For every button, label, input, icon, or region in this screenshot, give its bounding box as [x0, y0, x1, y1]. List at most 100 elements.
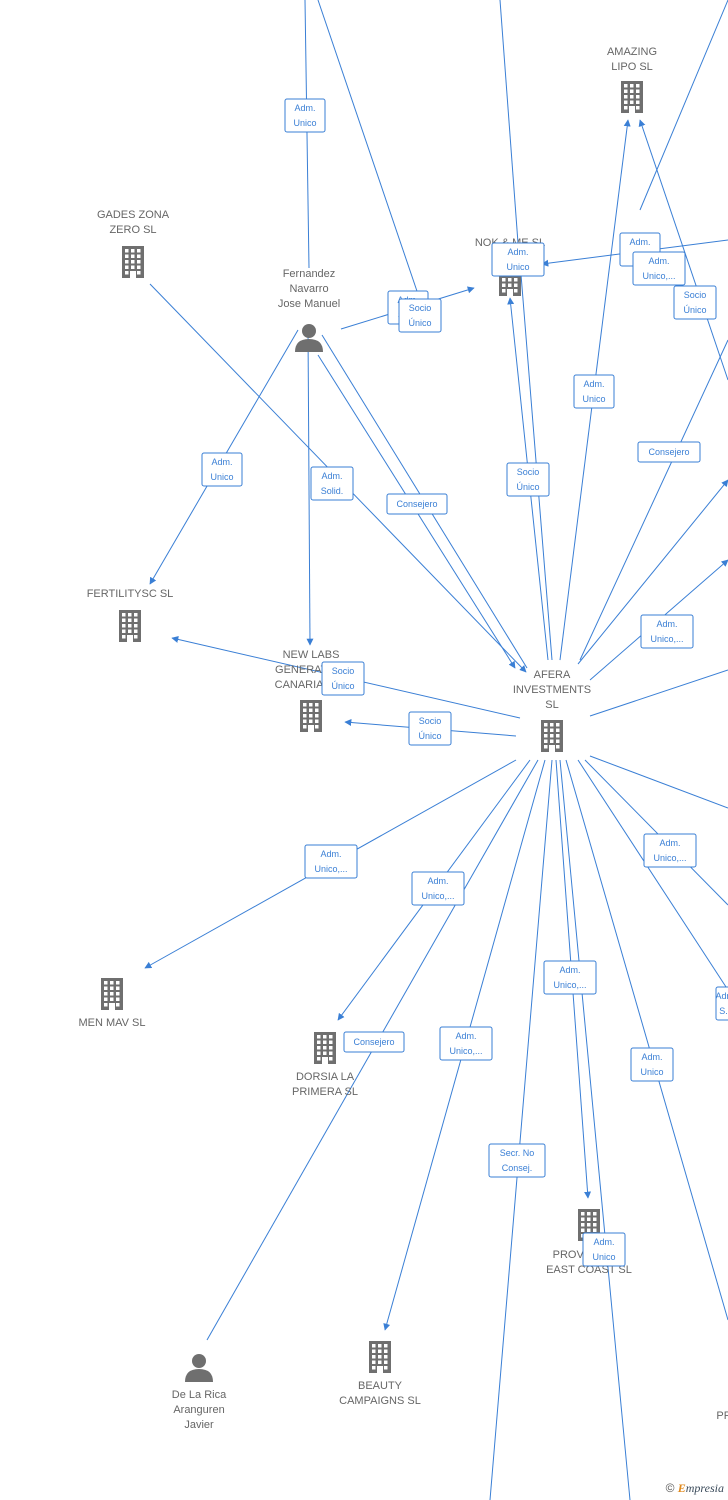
- edge-label[interactable]: Adm. Unico: [630, 1047, 674, 1082]
- building-icon: [621, 81, 643, 113]
- edge-label-text: Unico: [592, 1252, 615, 1262]
- edge-label-text: Unico: [293, 118, 316, 128]
- relation-edge: [577, 479, 728, 665]
- building-icon: [122, 246, 144, 278]
- relation-edge: [489, 759, 553, 1500]
- edge-label-text: Adm.: [715, 991, 728, 1001]
- edge-label-text: Único: [331, 681, 354, 691]
- edge-label-text: Adm.: [427, 876, 448, 886]
- edge-labels-layer: Adm.UnicoAdm.S...Adm.Unico,...SocioÚnico…: [201, 98, 728, 1267]
- edge-label[interactable]: Consejero: [637, 441, 701, 463]
- relation-edge: [499, 0, 521, 271]
- edge-label-text: Secr. No: [500, 1148, 535, 1158]
- edge-label-text: Adm.: [656, 619, 677, 629]
- edge-label-text: Solid.: [321, 486, 344, 496]
- edge-label-text: Socio: [332, 666, 355, 676]
- relation-edge: [577, 759, 728, 991]
- node-label: FERTILITYSC SL: [87, 588, 174, 600]
- node-beauty[interactable]: BEAUTY CAMPAIGNS SL: [339, 1341, 421, 1407]
- node-label: INVESTMENTS: [513, 684, 591, 696]
- relation-edge: [589, 755, 728, 809]
- edge-label[interactable]: Adm. Unico,...: [643, 833, 697, 868]
- edge-label-text: Unico,...: [653, 853, 686, 863]
- building-icon: [369, 1341, 391, 1373]
- edge-label-text: Adm.: [648, 256, 669, 266]
- edge-label[interactable]: Adm.Unico: [573, 374, 615, 409]
- edge-label-text: Único: [408, 318, 431, 328]
- node-label: BEAUTY: [358, 1380, 403, 1392]
- edge-label[interactable]: Adm.Unico,...: [439, 1026, 493, 1061]
- copyright-symbol: ©: [665, 1481, 675, 1495]
- edge-label-text: Adm.: [211, 457, 232, 467]
- node-label: Javier: [184, 1419, 214, 1431]
- edge-label-text: Adm.: [641, 1052, 662, 1062]
- node-label: LIPO SL: [611, 61, 653, 73]
- edge-label[interactable]: Adm.Unico: [284, 98, 326, 133]
- relation-edge: [639, 0, 728, 211]
- person-icon: [185, 1354, 213, 1382]
- node-label: PRIMERA SL: [292, 1086, 358, 1098]
- edge-label[interactable]: Adm. Unico,...: [411, 871, 465, 906]
- edge-label[interactable]: Adm.Unico: [201, 452, 243, 487]
- edge-label[interactable]: Consejero: [343, 1031, 405, 1053]
- edge-label-text: Unico,...: [314, 864, 347, 874]
- edge-label-text: Adm.: [659, 838, 680, 848]
- edge-label-text: Socio: [517, 467, 540, 477]
- edge-label-text: Unico,...: [642, 271, 675, 281]
- node-menmav[interactable]: MEN MAV SL: [78, 978, 146, 1029]
- edge-label-text: Adm.: [593, 1237, 614, 1247]
- relation-edge: [589, 669, 728, 717]
- edge-label[interactable]: Consejero: [386, 493, 448, 515]
- relation-edge: [579, 339, 728, 661]
- node-label: PR: [716, 1410, 728, 1422]
- edge-label-text: Adm.: [321, 471, 342, 481]
- edge-label-text: Socio: [684, 290, 707, 300]
- edges-layer: [144, 0, 728, 1500]
- edge-label-text: Consejero: [648, 447, 689, 457]
- edge-label-text: Adm.: [629, 237, 650, 247]
- edge-label-text: Adm.: [507, 247, 528, 257]
- node-pr_edge[interactable]: PR: [716, 1410, 728, 1422]
- edge-label[interactable]: Adm. Unico,...: [304, 844, 358, 879]
- node-label: De La Rica: [172, 1389, 227, 1401]
- edge-label[interactable]: Adm.Unico,...: [640, 614, 694, 649]
- relation-edge: [638, 119, 728, 381]
- edge-label-text: Unico: [506, 262, 529, 272]
- brand-footer: © Empresia: [666, 1481, 724, 1496]
- edge-label-text: Unico,...: [421, 891, 454, 901]
- edge-label-text: Adm.: [320, 849, 341, 859]
- edge-label-text: Adm.: [559, 965, 580, 975]
- edge-label-text: Unico: [640, 1067, 663, 1077]
- edge-label[interactable]: Adm. Unico,...: [632, 251, 686, 286]
- edge-label[interactable]: Adm. Unico: [582, 1232, 626, 1267]
- edge-label[interactable]: Adm. Unico: [491, 242, 545, 277]
- building-icon: [541, 720, 563, 752]
- relation-edge: [584, 759, 728, 906]
- edge-label-text: Adm.: [455, 1031, 476, 1041]
- node-label: AMAZING: [607, 46, 657, 58]
- edge-label[interactable]: Adm.Unico,...: [543, 960, 597, 995]
- node-label: SL: [545, 699, 558, 711]
- building-icon: [300, 700, 322, 732]
- relation-edge: [565, 759, 728, 1321]
- edge-label-text: Único: [683, 305, 706, 315]
- edge-label-text: Socio: [419, 716, 442, 726]
- node-label: CAMPAIGNS SL: [339, 1395, 421, 1407]
- relation-edge: [317, 0, 421, 301]
- edge-label[interactable]: Adm. Solid.: [310, 466, 354, 501]
- edge-label[interactable]: Adm.S...: [715, 986, 728, 1021]
- node-amazing[interactable]: AMAZING LIPO SL: [607, 46, 657, 113]
- node-fertility[interactable]: FERTILITYSC SL: [87, 588, 174, 642]
